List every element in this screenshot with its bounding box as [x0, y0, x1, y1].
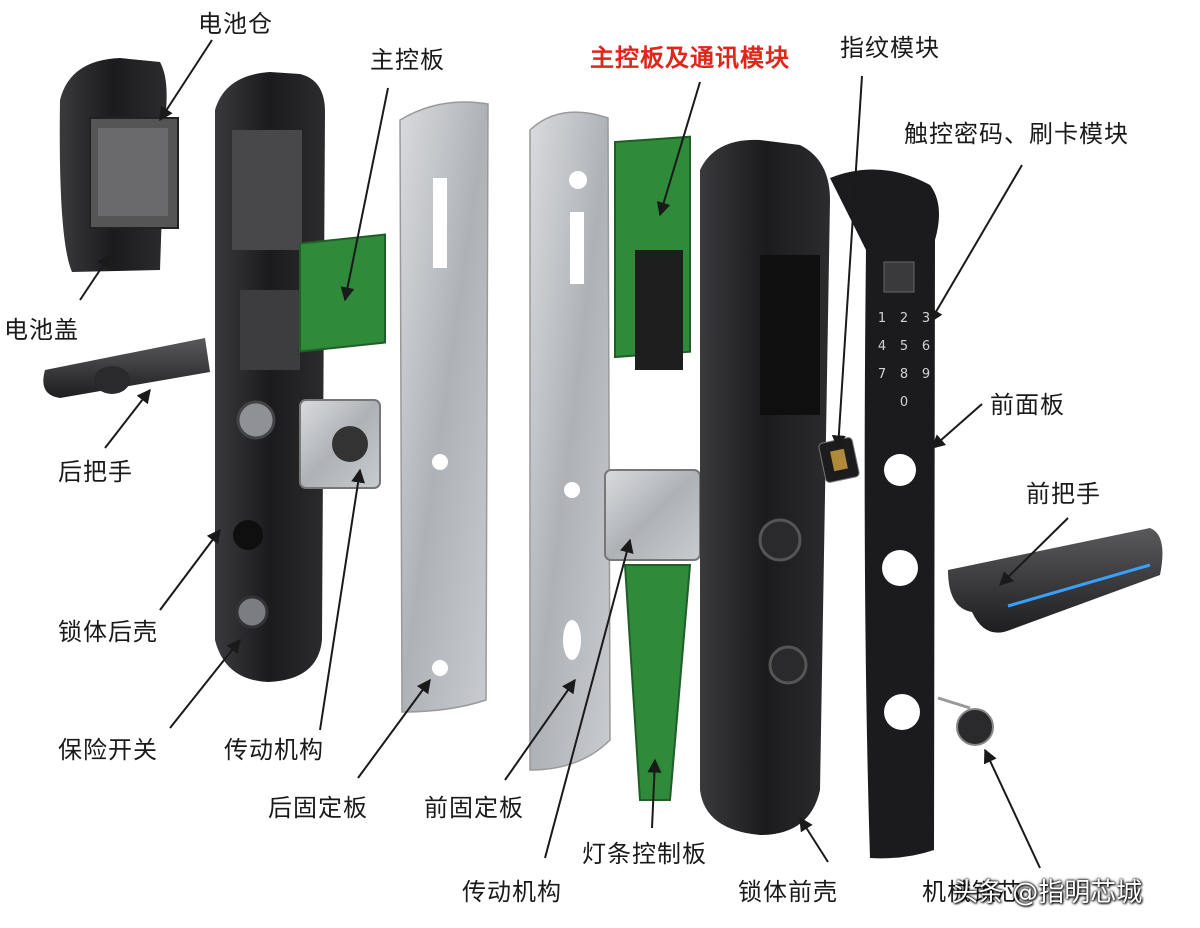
label-rear-handle: 后把手 [58, 458, 133, 486]
front-handle [948, 528, 1163, 633]
label-front-fixing-plate: 前固定板 [424, 794, 524, 822]
arrow-safety-switch [169, 638, 241, 729]
arrow-drive-mechanism-rear [319, 468, 366, 731]
arrow-front-fixing-plate [504, 678, 576, 781]
battery-compartment [59, 58, 179, 272]
keypad-digit: 1 [878, 311, 886, 326]
rear-handle [43, 338, 210, 398]
label-rear-fixing-plate: 后固定板 [268, 794, 368, 822]
label-battery-cover: 电池盖 [4, 316, 79, 344]
keypad-digit: 8 [900, 367, 908, 382]
watermark: 头条 @指明芯城 [952, 878, 1143, 908]
keypad-digit: 6 [922, 339, 930, 354]
arrow-touch-password-card-module [929, 164, 1023, 324]
lock-rear-shell [215, 72, 325, 682]
keypad-digit: 5 [900, 339, 908, 354]
label-light-strip-board: 灯条控制板 [582, 840, 707, 868]
keypad-digit: 7 [878, 367, 886, 382]
label-drive-mechanism-front: 传动机构 [462, 878, 562, 906]
front-drive-mechanism [604, 469, 701, 561]
arrow-front-panel [930, 403, 983, 449]
arrow-front-handle [999, 517, 1069, 586]
label-main-board: 主控板 [370, 46, 445, 74]
arrow-main-board-comm-module [656, 81, 701, 217]
main-board-comm-module [614, 135, 691, 370]
arrow-lock-front-shell [799, 816, 829, 863]
rear-drive-mechanism [299, 399, 381, 489]
label-main-board-comm-module: 主控板及通讯模块 [590, 44, 790, 72]
label-drive-mechanism-rear: 传动机构 [224, 736, 324, 764]
keypad-digit: 2 [900, 311, 908, 326]
arrow-light-strip-board [647, 758, 662, 829]
label-touch-password-card-module: 触控密码、刷卡模块 [904, 120, 1129, 148]
arrow-main-board [340, 87, 389, 302]
mechanical-lock-cylinder [937, 696, 994, 746]
keypad-digit: 3 [922, 311, 930, 326]
fingerprint-module [818, 437, 860, 483]
keypad-digit: 9 [922, 367, 930, 382]
arrow-fingerprint-module [831, 75, 863, 450]
light-strip-board [623, 564, 692, 801]
arrow-rear-fixing-plate [357, 678, 431, 779]
keypad-digit: 4 [878, 339, 886, 354]
label-lock-front-shell: 锁体前壳 [738, 878, 838, 906]
arrow-battery-compartment [159, 39, 213, 122]
label-battery-compartment: 电池仓 [198, 10, 273, 38]
label-fingerprint-module: 指纹模块 [840, 34, 940, 62]
rear-main-board [299, 233, 386, 353]
arrow-rear-handle [104, 388, 151, 449]
rear-fixing-plate [399, 101, 489, 713]
arrow-drive-mechanism-front [544, 538, 634, 859]
label-mechanical-lock-cylinder: 机械锁芯 [922, 878, 1022, 906]
arrow-battery-cover [79, 253, 111, 301]
label-lock-rear-shell: 锁体后壳 [58, 618, 158, 646]
annotation-arrows [79, 39, 1069, 869]
lock-front-shell [700, 139, 830, 836]
label-front-panel: 前面板 [990, 391, 1065, 419]
arrow-lock-rear-shell [159, 528, 221, 611]
arrow-mechanical-lock-cylinder [983, 748, 1041, 869]
label-safety-switch: 保险开关 [58, 736, 158, 764]
label-front-handle: 前把手 [1026, 480, 1101, 508]
keypad-digit: 0 [900, 395, 908, 410]
front-fixing-plate [529, 111, 611, 771]
